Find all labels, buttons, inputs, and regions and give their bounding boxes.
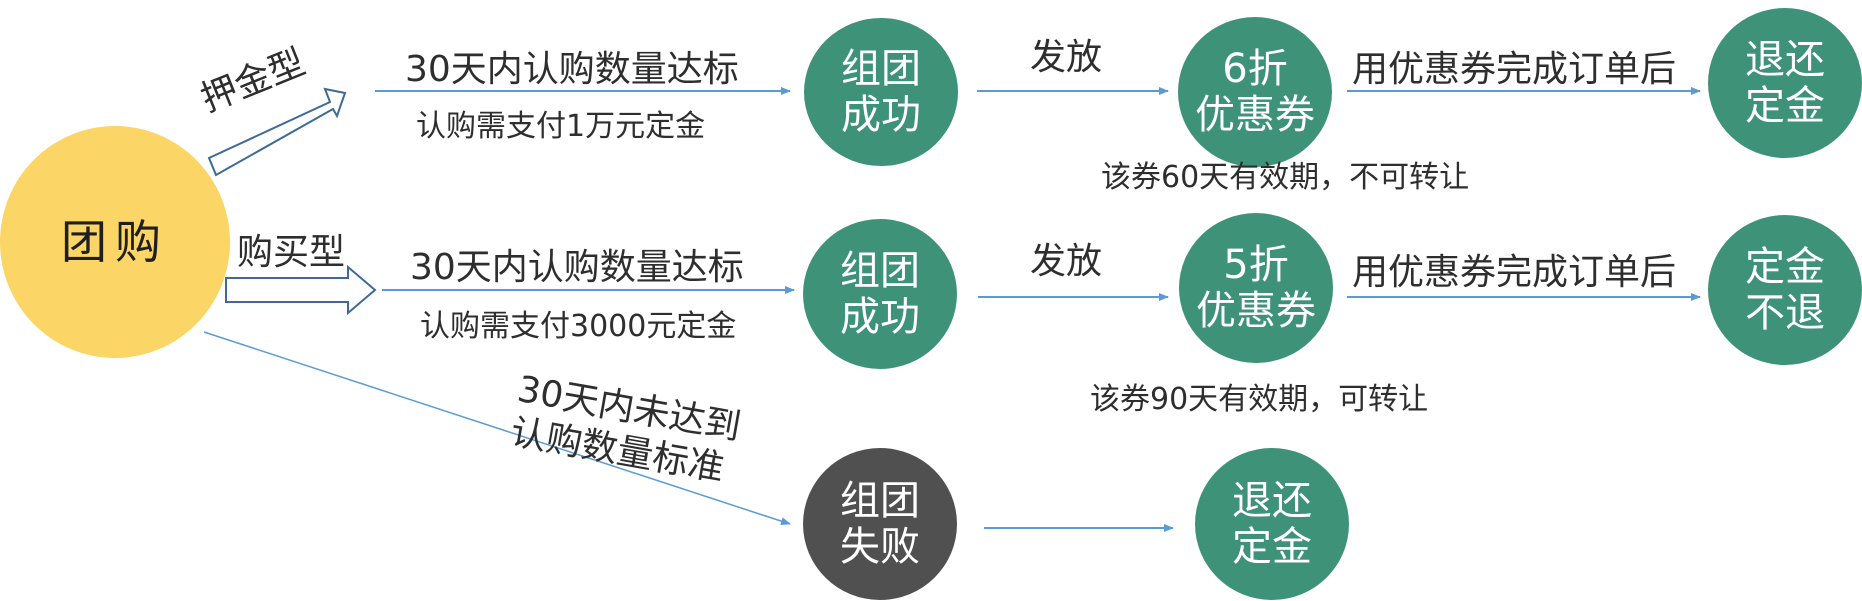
purchase-success-line1: 组团 [840, 248, 920, 294]
fail-result-line2: 定金 [1232, 524, 1312, 570]
deposit-issue-label: 发放 [1030, 37, 1103, 78]
fail-node-line2: 失败 [840, 524, 920, 570]
deposit-payment: 认购需支付1万元定金 [416, 109, 706, 144]
fail-node-line1: 组团 [840, 478, 920, 524]
purchase-issue-label: 发放 [1030, 241, 1103, 282]
deposit-block-arrow [207, 87, 347, 177]
purchase-result-node: 定金 不退 [1708, 215, 1862, 365]
purchase-success-node: 组团 成功 [803, 219, 957, 369]
purchase-payment: 认购需支付3000元定金 [420, 309, 737, 344]
deposit-coupon-node: 6折 优惠券 [1178, 17, 1332, 167]
deposit-result-line1: 退还 [1745, 37, 1825, 83]
group-buy-node: 团购 [0, 126, 230, 358]
group-buy-label: 团购 [61, 215, 169, 269]
deposit-success-line1: 组团 [841, 46, 921, 92]
fail-result-line1: 退还 [1232, 478, 1312, 524]
deposit-condition: 30天内认购数量达标 [405, 49, 739, 90]
purchase-coupon-note: 该券90天有效期，可转让 [1090, 382, 1429, 417]
purchase-condition: 30天内认购数量达标 [410, 247, 744, 288]
deposit-after-label: 用优惠券完成订单后 [1352, 49, 1677, 90]
fail-node: 组团 失败 [803, 448, 957, 600]
purchase-success-line2: 成功 [840, 294, 920, 340]
purchase-coupon-node: 5折 优惠券 [1179, 213, 1333, 363]
purchase-coupon-line2: 优惠券 [1196, 288, 1316, 334]
deposit-coupon-line2: 优惠券 [1195, 92, 1315, 138]
deposit-coupon-line1: 6折 [1222, 46, 1288, 92]
deposit-result-line2: 定金 [1745, 83, 1825, 129]
purchase-result-line2: 不退 [1745, 290, 1825, 336]
fail-diagonal-arrow [203, 331, 791, 525]
purchase-type-label: 购买型 [237, 232, 346, 273]
purchase-block-arrow [225, 264, 377, 316]
deposit-success-line2: 成功 [841, 92, 921, 138]
deposit-success-node: 组团 成功 [804, 18, 958, 166]
purchase-coupon-line1: 5折 [1223, 242, 1289, 288]
purchase-result-line1: 定金 [1745, 244, 1825, 290]
fail-result-node: 退还 定金 [1195, 448, 1349, 600]
deposit-result-node: 退还 定金 [1708, 8, 1862, 158]
purchase-after-label: 用优惠券完成订单后 [1352, 252, 1677, 293]
deposit-coupon-note: 该券60天有效期，不可转让 [1101, 160, 1470, 195]
